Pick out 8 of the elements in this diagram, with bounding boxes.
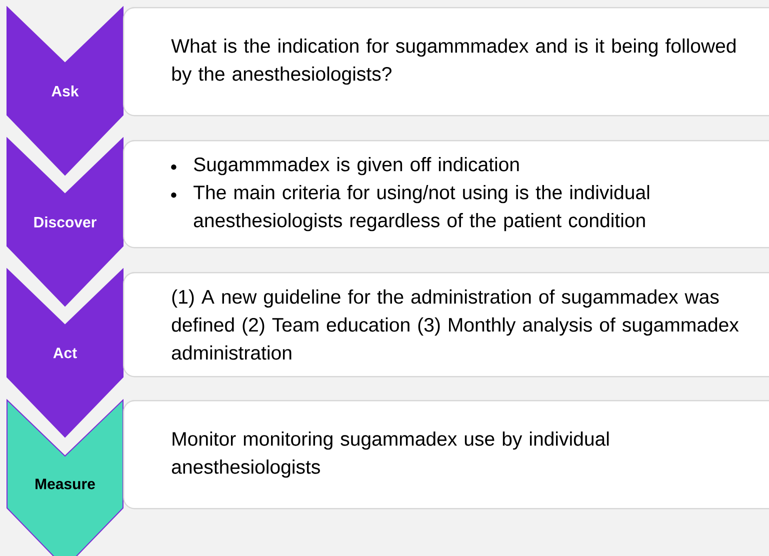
text-box: (1) A new guideline for the administration of sugammadex was defined (2) Team education (3) Monthly analysis of sugammadex administration (123, 272, 769, 378)
text-box: Monitor monitoring sugammadex use by individual anesthesiologists (123, 400, 769, 510)
text-box: What is the indication for sugammmadex and is it being followed by the anesthesiologists? (123, 7, 769, 116)
bullet-list-box: Sugammmadex is given off indication The main criteria for using/not using is the individual anesthesiologists regardless of the patient condition (123, 140, 769, 248)
step-label-band: Ask (6, 6, 124, 176)
step-label-band: Act (6, 268, 124, 438)
step-label-band: Discover (6, 136, 124, 307)
step-label-band: Measure (6, 398, 124, 556)
